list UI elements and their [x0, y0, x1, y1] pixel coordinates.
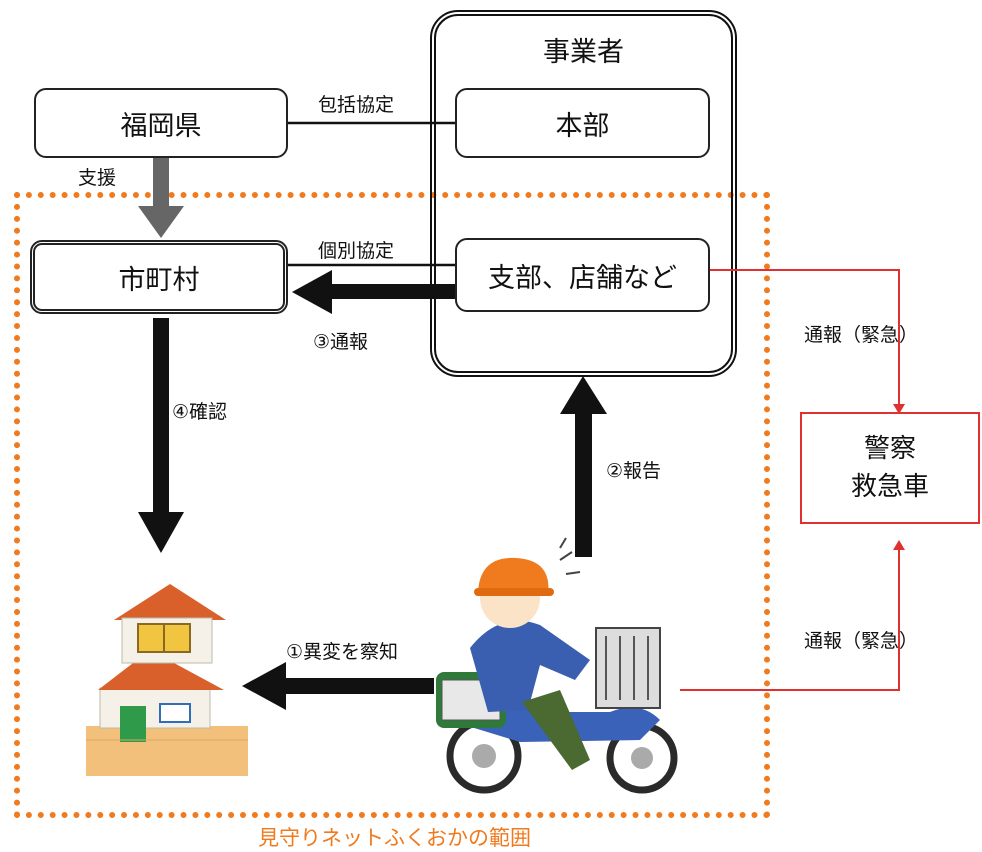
scope-boundary: [14, 192, 770, 818]
detect-1-arrow: [242, 662, 434, 710]
report-2-label: ②報告: [606, 460, 662, 482]
hq-label: 本部: [555, 110, 610, 142]
municipality-node: 市町村: [30, 240, 288, 314]
emergency-top-arrowhead: [893, 404, 905, 414]
comprehensive-agreement-label: 包括協定: [318, 94, 395, 116]
delivery-bike-illustration: [436, 537, 678, 794]
operator-title: 事業者: [543, 37, 624, 68]
emergency-bottom-arrowhead: [893, 540, 905, 550]
municipality-label: 市町村: [118, 264, 200, 296]
report-3-label: ③通報: [313, 331, 369, 353]
operator-group: [430, 10, 737, 377]
scope-label: 見守りネットふくおかの範囲: [258, 826, 531, 850]
emergency-bottom-line: [680, 548, 900, 691]
support-arrow: [138, 158, 184, 238]
emergency-top-line: [710, 269, 900, 406]
branch-label: 支部、店舗など: [488, 262, 677, 294]
report-2-arrow: [560, 376, 607, 557]
ambulance-label: 救急車: [850, 472, 929, 502]
individual-agreement-label: 個別協定: [318, 240, 395, 262]
police-label: 警察: [863, 434, 916, 464]
pref-node: 福岡県: [34, 88, 288, 158]
support-label: 支援: [78, 167, 117, 189]
police-ambulance-node: 警察 救急車: [800, 412, 980, 524]
emergency-bottom-label: 通報（緊急）: [804, 630, 919, 652]
pref-label: 福岡県: [120, 110, 202, 142]
branch-node: 支部、店舗など: [455, 238, 710, 312]
hq-node: 本部: [455, 88, 710, 158]
confirm-4-arrow: [138, 318, 184, 553]
detect-1-label: ①異変を察知: [286, 641, 399, 663]
emergency-top-label: 通報（緊急）: [804, 324, 919, 346]
confirm-4-label: ④確認: [172, 401, 228, 423]
house-illustration: [86, 584, 248, 776]
report-3-arrow: [292, 270, 455, 314]
